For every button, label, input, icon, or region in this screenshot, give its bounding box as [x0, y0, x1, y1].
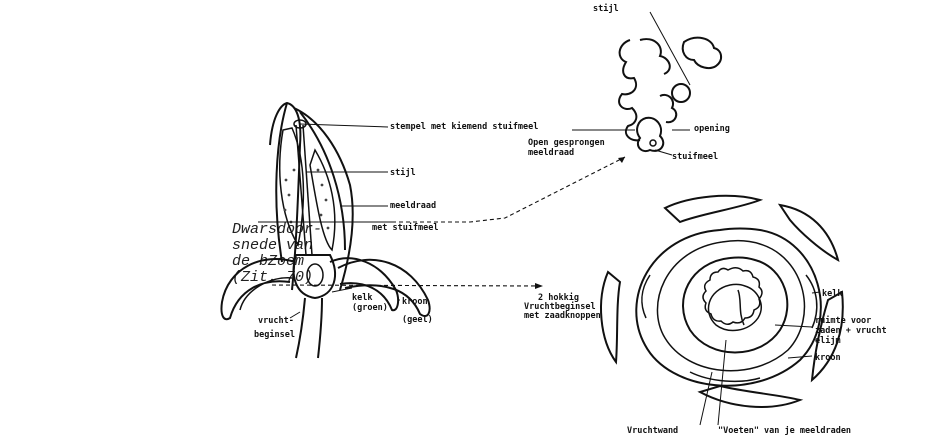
label-ruimte: ruimte voor — [815, 315, 871, 326]
label-vruchtwand: Vruchtwand — [627, 426, 678, 436]
corolla-ring-outer — [636, 229, 821, 386]
leader-stempel — [300, 124, 388, 127]
label-kroon-left: kroon — [402, 297, 428, 307]
label-kroon-right: kroon — [815, 353, 841, 363]
label-stempel: stempel met kiemend stuifmeel — [390, 121, 538, 132]
flower-cross-section — [601, 196, 843, 425]
sepal-left-inner — [240, 278, 292, 310]
label-meeldraad: meeldraad — [390, 201, 436, 211]
leader-stijl-top — [650, 12, 690, 85]
leader-kelk — [332, 288, 352, 292]
label-kelk-right: kelk — [822, 289, 842, 299]
label-zaadknoppen: met zaadknoppen — [524, 311, 601, 321]
detail-pollen-grain — [650, 140, 656, 146]
detail-squiggle-top — [640, 39, 670, 74]
label-groen: (groen) — [352, 303, 388, 313]
detail-stigma-circle — [672, 84, 690, 102]
ovary-wall — [683, 257, 787, 352]
leader-kroon-right — [788, 356, 812, 358]
ovary-chamber — [307, 264, 323, 286]
leader-vruchtwand — [700, 372, 712, 425]
label-opening: opening — [694, 123, 730, 134]
label-elijm: elijm — [815, 335, 841, 346]
label-open-gesprongen: Open gesprongen — [528, 138, 605, 148]
leader-ruimte — [775, 325, 812, 327]
outer-petal-left-inner — [276, 103, 287, 262]
outer-sepal-left — [601, 272, 620, 362]
leader-stuifmeel — [655, 150, 672, 155]
label-beginsel: beginsel — [254, 329, 295, 340]
ovary — [294, 255, 335, 298]
outer-sepal-topright — [780, 205, 838, 260]
label-stuifmeel: stuifmeel — [672, 151, 718, 162]
label-meeldraad-open: meeldraad — [528, 148, 574, 158]
stem-right — [318, 298, 322, 358]
detail-squiggle-right — [683, 38, 721, 68]
dashed-connector-top — [392, 157, 625, 222]
stem-left — [296, 298, 305, 358]
label-geel: (geel) — [402, 315, 433, 325]
outer-sepal-bottom — [700, 386, 800, 407]
label-zaden: zaden + vrucht — [815, 326, 887, 336]
corolla-ring-inner — [657, 241, 804, 371]
label-kelk-left: kelk — [352, 293, 372, 303]
label-voeten: "Voeten" van je meeldraden — [718, 425, 851, 436]
petal-arc-bottom — [690, 372, 760, 381]
label-stijl-top: stijl — [593, 3, 619, 14]
left-leader-lines — [258, 124, 400, 318]
label-met-stuifmeel: met stuifmeel — [372, 222, 439, 233]
detail-anther-chamber — [637, 118, 663, 151]
ovary-cavity — [708, 284, 761, 330]
arrowhead-bottom — [535, 283, 543, 289]
stamen-right — [310, 150, 335, 250]
sepal-left — [221, 259, 295, 319]
outer-sepal-top — [665, 196, 760, 222]
label-stijl-left: stijl — [390, 167, 416, 178]
label-vrucht: vrucht- — [258, 316, 294, 326]
leader-voeten — [718, 340, 726, 425]
